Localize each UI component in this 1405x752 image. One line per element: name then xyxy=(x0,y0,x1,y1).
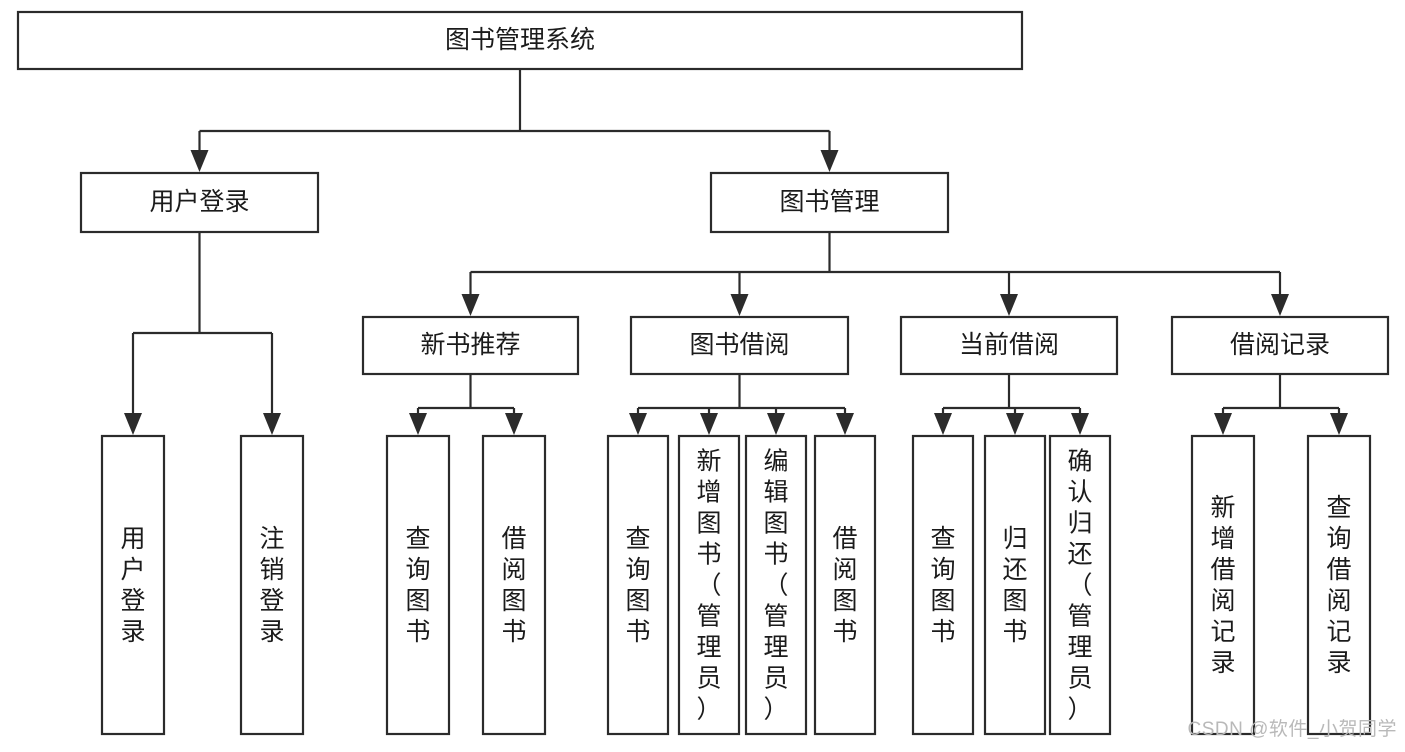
arrow-head-icon xyxy=(629,413,647,435)
node-box-user-login[interactable] xyxy=(79,171,320,234)
arrow-head-icon xyxy=(1271,294,1289,316)
edge-group-book-borrow xyxy=(629,374,854,435)
node-leaf-edit-book-admin[interactable]: 编辑图书（管理员） xyxy=(744,434,808,736)
node-box-current-borrow[interactable] xyxy=(899,315,1119,376)
node-label-book-management: 图书管理 xyxy=(779,188,879,216)
node-label-leaf-add-record: 新增借阅记录 xyxy=(1210,494,1235,677)
edge-group-borrow-record xyxy=(1214,374,1348,435)
node-box-leaf-query-book-2[interactable] xyxy=(606,434,670,736)
node-leaf-query-book-1[interactable]: 查询图书 xyxy=(385,434,451,736)
node-box-leaf-borrow-book-1[interactable] xyxy=(481,434,547,736)
node-label-leaf-add-book-admin: 新增图书（管理员） xyxy=(696,448,721,724)
node-box-leaf-edit-book-admin[interactable] xyxy=(744,434,808,736)
node-box-book-management[interactable] xyxy=(709,171,950,234)
edge-layer xyxy=(124,69,1348,435)
node-leaf-user-logout[interactable]: 注销登录 xyxy=(239,434,305,736)
arrow-head-icon xyxy=(730,294,749,316)
node-book-management[interactable]: 图书管理 xyxy=(709,171,950,234)
node-label-leaf-query-book-3: 查询图书 xyxy=(930,525,955,646)
node-leaf-borrow-book-1[interactable]: 借阅图书 xyxy=(481,434,547,736)
arrow-head-icon xyxy=(124,413,142,435)
node-user-login[interactable]: 用户登录 xyxy=(79,171,320,234)
node-label-leaf-query-record: 查询借阅记录 xyxy=(1326,494,1351,677)
edge-group-new-book-recommend xyxy=(409,374,523,435)
arrow-head-icon xyxy=(190,150,209,172)
node-label-leaf-confirm-return: 确认归还（管理员） xyxy=(1067,448,1092,724)
arrow-head-icon xyxy=(700,413,718,435)
node-box-leaf-user-login[interactable] xyxy=(100,434,166,736)
node-book-borrow[interactable]: 图书借阅 xyxy=(629,315,850,376)
node-label-user-login: 用户登录 xyxy=(149,188,249,216)
arrow-head-icon xyxy=(263,413,281,435)
node-leaf-query-book-2[interactable]: 查询图书 xyxy=(606,434,670,736)
arrow-head-icon xyxy=(1214,413,1232,435)
node-box-leaf-query-book-1[interactable] xyxy=(385,434,451,736)
node-box-borrow-record[interactable] xyxy=(1170,315,1390,376)
node-root[interactable]: 图书管理系统 xyxy=(16,10,1024,71)
node-leaf-add-record[interactable]: 新增借阅记录 xyxy=(1190,434,1256,736)
node-box-leaf-query-record[interactable] xyxy=(1306,434,1372,736)
node-leaf-return-book[interactable]: 归还图书 xyxy=(983,434,1047,736)
node-leaf-user-login[interactable]: 用户登录 xyxy=(100,434,166,736)
node-box-leaf-add-record[interactable] xyxy=(1190,434,1256,736)
node-label-leaf-borrow-book-1: 借阅图书 xyxy=(501,525,526,646)
arrow-head-icon xyxy=(1006,413,1024,435)
node-box-leaf-user-logout[interactable] xyxy=(239,434,305,736)
node-box-book-borrow[interactable] xyxy=(629,315,850,376)
arrow-head-icon xyxy=(836,413,854,435)
node-leaf-query-record[interactable]: 查询借阅记录 xyxy=(1306,434,1372,736)
watermark-label: CSDN @软件_小贺同学 xyxy=(1187,719,1397,740)
arrow-head-icon xyxy=(1071,413,1089,435)
arrow-head-icon xyxy=(820,150,839,172)
node-box-root[interactable] xyxy=(16,10,1024,71)
node-label-leaf-borrow-book-2: 借阅图书 xyxy=(832,525,857,646)
node-label-leaf-user-login: 用户登录 xyxy=(120,525,145,646)
node-label-current-borrow: 当前借阅 xyxy=(959,331,1059,359)
node-box-leaf-query-book-3[interactable] xyxy=(911,434,975,736)
node-label-book-borrow: 图书借阅 xyxy=(689,331,789,359)
arrow-head-icon xyxy=(1000,294,1018,316)
node-box-leaf-add-book-admin[interactable] xyxy=(677,434,741,736)
node-box-leaf-return-book[interactable] xyxy=(983,434,1047,736)
node-label-leaf-query-book-2: 查询图书 xyxy=(625,525,650,646)
node-label-leaf-return-book: 归还图书 xyxy=(1002,525,1027,646)
node-label-leaf-query-book-1: 查询图书 xyxy=(405,525,430,646)
arrow-head-icon xyxy=(767,413,785,435)
node-leaf-borrow-book-2[interactable]: 借阅图书 xyxy=(813,434,877,736)
node-label-new-book-recommend: 新书推荐 xyxy=(420,331,520,359)
node-label-leaf-edit-book-admin: 编辑图书（管理员） xyxy=(763,448,788,724)
edge-group-root xyxy=(190,69,839,172)
arrow-head-icon xyxy=(461,294,480,316)
node-new-book-recommend[interactable]: 新书推荐 xyxy=(361,315,580,376)
arrow-head-icon xyxy=(934,413,952,435)
edge-group-book-management xyxy=(461,232,1289,316)
edge-group-user-login xyxy=(124,232,281,435)
node-box-leaf-confirm-return[interactable] xyxy=(1048,434,1112,736)
node-leaf-add-book-admin[interactable]: 新增图书（管理员） xyxy=(677,434,741,736)
node-current-borrow[interactable]: 当前借阅 xyxy=(899,315,1119,376)
node-box-leaf-borrow-book-2[interactable] xyxy=(813,434,877,736)
node-label-leaf-user-logout: 注销登录 xyxy=(259,525,284,646)
node-box-new-book-recommend[interactable] xyxy=(361,315,580,376)
node-label-root: 图书管理系统 xyxy=(445,26,595,54)
arrow-head-icon xyxy=(409,413,427,435)
arrow-head-icon xyxy=(505,413,523,435)
arrow-head-icon xyxy=(1330,413,1348,435)
node-leaf-confirm-return[interactable]: 确认归还（管理员） xyxy=(1048,434,1112,736)
node-leaf-query-book-3[interactable]: 查询图书 xyxy=(911,434,975,736)
node-borrow-record[interactable]: 借阅记录 xyxy=(1170,315,1390,376)
node-layer: 图书管理系统用户登录图书管理新书推荐图书借阅当前借阅借阅记录用户登录注销登录查询… xyxy=(16,10,1390,736)
node-label-borrow-record: 借阅记录 xyxy=(1230,331,1330,359)
edge-group-current-borrow xyxy=(934,374,1089,435)
